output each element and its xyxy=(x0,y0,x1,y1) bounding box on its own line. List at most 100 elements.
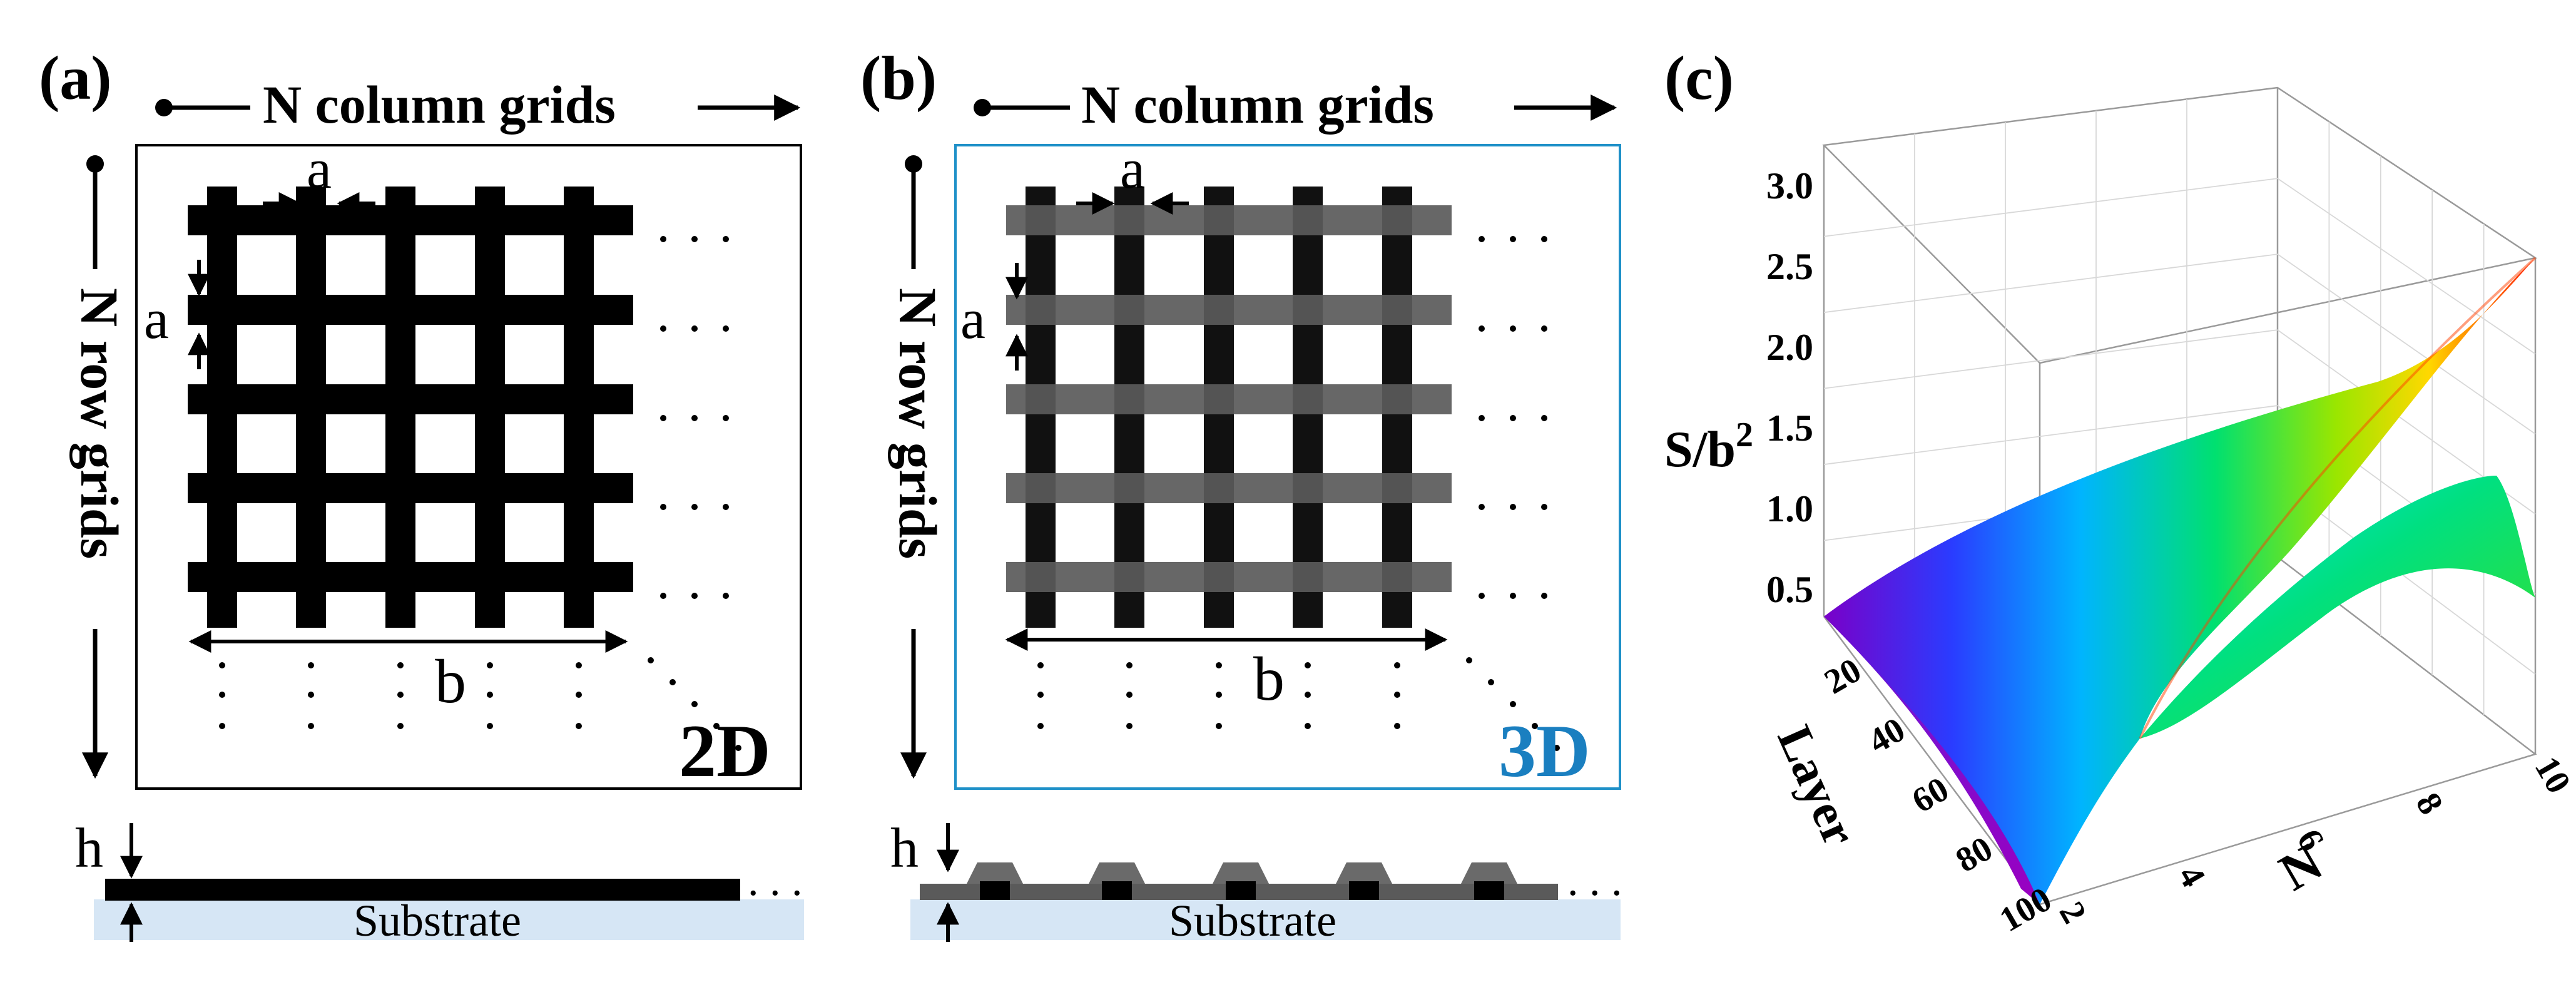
continuation-dot xyxy=(1510,236,1516,242)
panel-c-back-wall xyxy=(1822,86,2538,364)
continuation-dot xyxy=(1532,723,1538,729)
film-bump-5 xyxy=(1461,862,1517,884)
continuation-dot xyxy=(1394,662,1400,668)
panel-b-film-ellipsis: . . . xyxy=(1567,857,1622,905)
continuation-dot xyxy=(1541,593,1547,599)
gridline xyxy=(1823,329,2278,389)
continuation-dot xyxy=(1305,662,1311,668)
continuation-dot xyxy=(1037,662,1044,668)
continuation-dot xyxy=(1216,662,1222,668)
panel-b-film-profile xyxy=(920,862,1558,900)
grid-row-bar-5 xyxy=(1006,562,1452,592)
y-tick-label: 40 xyxy=(1862,710,1912,762)
continuation-dot xyxy=(691,325,698,332)
panel-a-substrate xyxy=(94,899,804,940)
film-bump-3 xyxy=(1213,862,1269,884)
panel-a-width-label-side: a xyxy=(144,289,169,350)
y-tick-label: 80 xyxy=(1950,829,1999,881)
panel-b-label: (b) xyxy=(860,43,937,113)
grid-row-bar-3 xyxy=(1006,384,1452,414)
continuation-dot xyxy=(219,723,225,729)
grid-column-bar-1 xyxy=(207,187,237,628)
panel-c-z-ticks: 0.51.01.52.02.53.0 xyxy=(1766,165,1813,610)
continuation-dot xyxy=(219,692,225,698)
continuation-dot xyxy=(397,692,404,698)
continuation-dot xyxy=(691,504,698,510)
z-tick-label: 0.5 xyxy=(1766,569,1813,610)
panel-a-label: (a) xyxy=(39,43,112,113)
continuation-dot xyxy=(660,236,666,242)
panel-a-width-label-top: a xyxy=(307,138,332,200)
continuation-dot xyxy=(1488,679,1494,685)
gridline xyxy=(1823,405,2278,465)
panel-b-frame xyxy=(954,144,1621,790)
gridline xyxy=(1823,178,2278,237)
continuation-dot xyxy=(669,679,676,685)
continuation-dot xyxy=(660,415,666,421)
panel-a: (a) N column grids N row grids a a b 2D … xyxy=(39,43,804,946)
continuation-dot xyxy=(723,593,729,599)
panel-c-y-axis-label: Layer xyxy=(1767,718,1868,854)
continuation-dot xyxy=(219,662,225,668)
continuation-dot xyxy=(723,325,729,332)
grid-row-bar-4 xyxy=(1006,473,1452,503)
x-tick-label: 4 xyxy=(2171,859,2213,894)
continuation-dot xyxy=(308,662,314,668)
film-column-section-2 xyxy=(1102,881,1132,900)
panel-c-surface-side-sheet xyxy=(2140,476,2535,739)
panel-b-substrate xyxy=(910,899,1621,940)
z-tick-label: 1.5 xyxy=(1766,407,1813,449)
panel-c-z-axis-label: S/b2 xyxy=(1664,416,1753,478)
continuation-dot xyxy=(1479,236,1485,242)
continuation-dot xyxy=(1216,723,1222,729)
continuation-dot xyxy=(1479,504,1485,510)
grid-column-bar-4 xyxy=(475,187,505,628)
panel-b-column-label: N column grids xyxy=(1081,74,1434,135)
continuation-dot xyxy=(397,662,404,668)
x-tick-label: 2 xyxy=(2052,896,2094,930)
continuation-dot xyxy=(691,415,698,421)
continuation-dot xyxy=(1541,236,1547,242)
continuation-dot xyxy=(691,236,698,242)
panel-c-label: (c) xyxy=(1664,43,1734,113)
continuation-dot xyxy=(660,593,666,599)
continuation-dot xyxy=(487,692,493,698)
panel-c-z-axis-superscript: 2 xyxy=(1736,416,1753,454)
panel-a-film-ellipsis: . . . xyxy=(748,857,803,905)
continuation-dot xyxy=(1510,415,1516,421)
z-tick-label: 3.0 xyxy=(1766,165,1813,207)
panel-c: (c) S/b2 0.51.01.52.02.53.0 Layer 204060… xyxy=(1664,43,2576,939)
continuation-dot xyxy=(1541,415,1547,421)
continuation-dot xyxy=(1126,662,1133,668)
continuation-dot xyxy=(660,325,666,332)
continuation-dot xyxy=(1126,692,1133,698)
panel-b-continuation-dots xyxy=(1037,236,1560,751)
film-column-section-4 xyxy=(1349,881,1379,900)
continuation-dot xyxy=(691,593,698,599)
continuation-dot xyxy=(691,701,698,707)
continuation-dot xyxy=(576,692,582,698)
continuation-dot xyxy=(1305,723,1311,729)
grid-row-bar-2 xyxy=(1006,295,1452,325)
gridline xyxy=(1823,253,2278,314)
panel-a-grid xyxy=(188,187,633,628)
continuation-dot xyxy=(723,415,729,421)
panel-a-span-label: b xyxy=(435,647,466,716)
panel-a-film xyxy=(105,879,740,901)
y-tick-label: 60 xyxy=(1906,770,1955,821)
continuation-dot xyxy=(1541,504,1547,510)
grid-column-bar-3 xyxy=(385,187,415,628)
continuation-dot xyxy=(308,723,314,729)
continuation-dot xyxy=(735,745,741,751)
continuation-dot xyxy=(713,723,720,729)
gridline xyxy=(2277,178,2536,355)
panel-c-surface-front-sheet xyxy=(1824,258,2535,904)
panel-b-span-label: b xyxy=(1253,644,1285,713)
panel-a-height-label: h xyxy=(75,817,103,879)
z-tick-label: 2.0 xyxy=(1766,327,1813,368)
panel-b-width-label-side: a xyxy=(960,289,985,350)
film-bump-4 xyxy=(1336,862,1392,884)
panel-a-badge: 2D xyxy=(679,709,771,792)
grid-row-bar-1 xyxy=(1006,205,1452,235)
